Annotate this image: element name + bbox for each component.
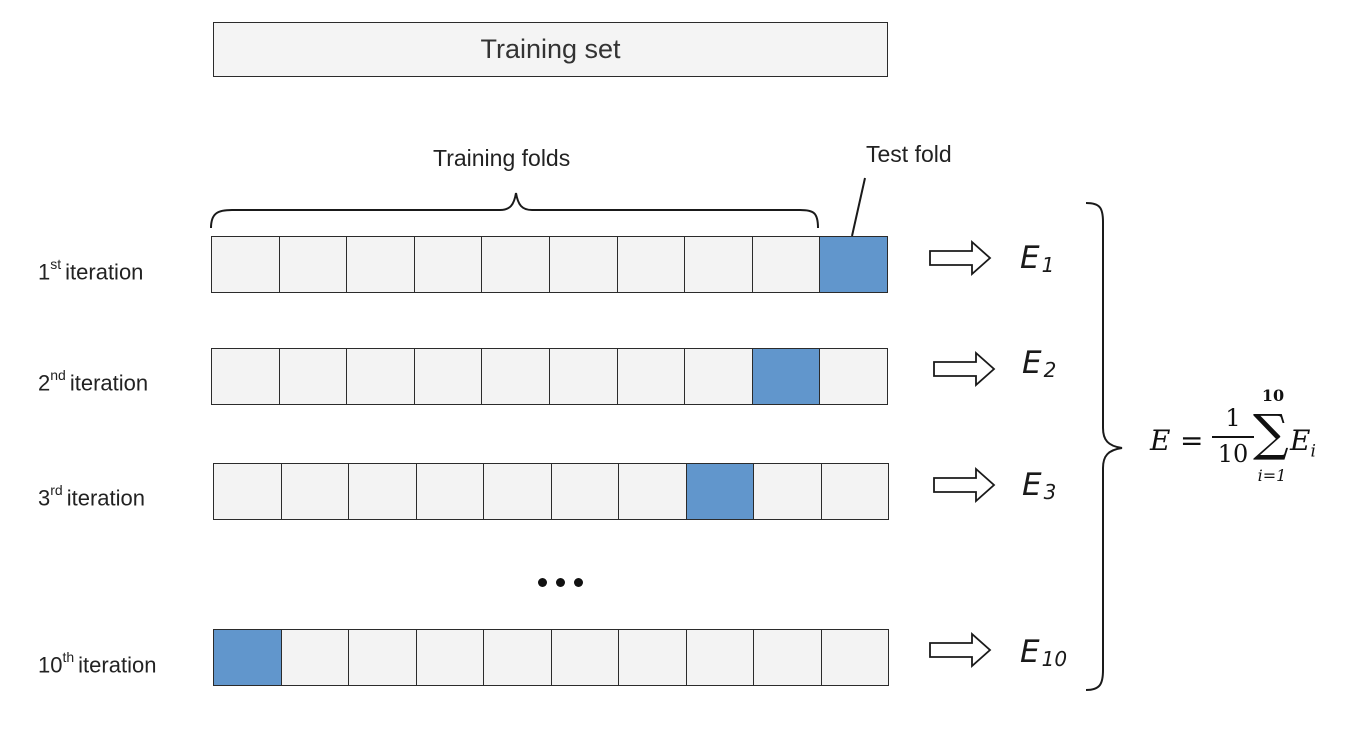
formula-lhs: E [1150,424,1171,457]
formula-equals: = [1180,424,1204,457]
sum-lower-limit: i=1 [1257,466,1287,485]
sum-symbol: ∑ [1253,404,1289,462]
training-fold-cell [549,349,618,404]
arrow-icon [929,239,992,277]
test-fold-cell [686,464,754,519]
training-fold-cell [551,630,619,685]
training-fold-cell [416,630,484,685]
training-fold-cell [349,630,417,685]
formula-term: Ei [1290,424,1316,462]
errors-brace [1085,202,1123,691]
test-fold-cell [214,630,282,685]
training-fold-cell [820,349,888,404]
training-fold-cell [279,237,348,292]
training-fold-cell [617,349,686,404]
training-set-box: Training set [213,22,888,77]
training-fold-cell [685,237,753,292]
training-fold-cell [279,349,348,404]
training-fold-cell [212,349,280,404]
arrow-icon [933,350,996,388]
training-fold-cell [349,464,417,519]
training-fold-cell [821,630,889,685]
fold-row [211,236,888,293]
average-error-formula: E = 1 10 10 ∑ i=1 Ei [1150,386,1330,496]
training-fold-cell [754,464,822,519]
fraction-bar [1212,436,1254,438]
training-fold-cell [549,237,618,292]
training-folds-label: Training folds [433,145,571,171]
fold-row [211,348,888,405]
formula-denominator: 10 [1217,440,1249,468]
training-fold-cell [347,237,415,292]
arrow-icon [933,466,996,504]
training-fold-cell [281,464,349,519]
test-fold-cell [820,237,888,292]
fold-row [213,629,889,686]
training-fold-cell [685,349,753,404]
training-fold-cell [281,630,349,685]
training-fold-cell [482,237,550,292]
training-fold-cell [752,237,821,292]
training-fold-cell [617,237,686,292]
training-fold-cell [821,464,889,519]
sum-upper-limit: 10 [1261,386,1285,405]
training-fold-cell [754,630,822,685]
training-fold-cell [482,349,550,404]
fold-row [213,463,889,520]
training-folds-brace [210,192,819,229]
training-fold-cell [619,630,687,685]
training-fold-cell [414,349,483,404]
training-fold-cell [484,464,552,519]
training-fold-cell [551,464,619,519]
test-fold-pointer [851,177,866,237]
training-fold-cell [212,237,280,292]
formula-numerator: 1 [1225,404,1241,432]
training-fold-cell [484,630,552,685]
training-fold-cell [414,237,483,292]
training-fold-cell [619,464,687,519]
training-fold-cell [416,464,484,519]
test-fold-cell [752,349,821,404]
test-fold-label: Test fold [866,141,952,167]
ellipsis [538,578,583,587]
training-set-label: Training set [480,34,621,64]
arrow-icon [929,631,992,669]
training-fold-cell [347,349,415,404]
training-fold-cell [214,464,282,519]
training-fold-cell [686,630,754,685]
